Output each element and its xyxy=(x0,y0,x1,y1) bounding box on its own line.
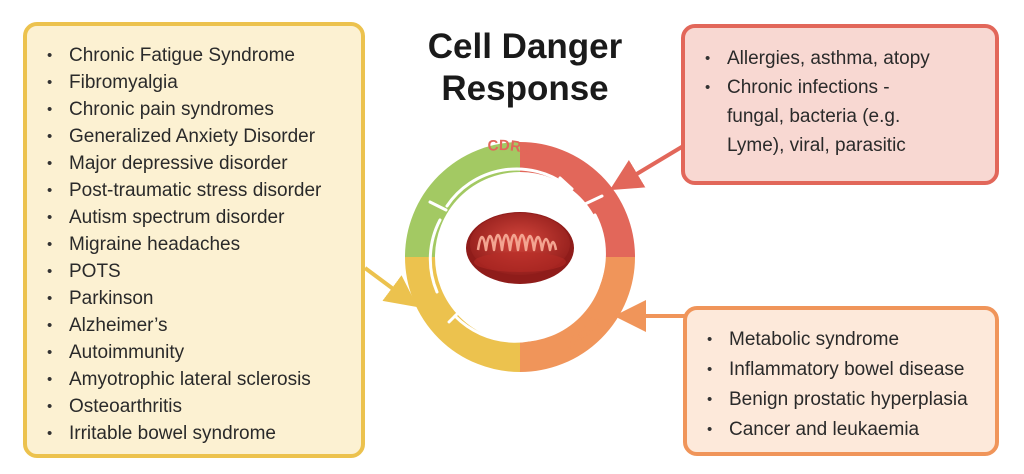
list-item: Autoimmunity xyxy=(41,339,351,366)
list-item: Chronic pain syndromes xyxy=(41,96,351,123)
list-item: Allergies, asthma, atopy xyxy=(699,44,985,73)
list-item: Amyotrophic lateral sclerosis xyxy=(41,366,351,393)
list-item: Autism spectrum disorder xyxy=(41,204,351,231)
cdr1-conditions-box: Allergies, asthma, atopy Chronic infecti… xyxy=(681,24,999,185)
list-item-continuation: Lyme), viral, parasitic xyxy=(727,135,906,156)
list-item: Benign prostatic hyperplasia xyxy=(701,385,985,415)
cdr3-conditions-list: Chronic Fatigue Syndrome Fibromyalgia Ch… xyxy=(41,42,351,447)
title-line-2: Response xyxy=(441,69,609,108)
list-item: Post-traumatic stress disorder xyxy=(41,177,351,204)
cycle-ring xyxy=(405,142,635,372)
ring-segment-cdr3 xyxy=(405,256,521,372)
cdr1-label: CDR1 xyxy=(487,137,531,158)
list-item: Inflammatory bowel disease xyxy=(701,355,985,385)
list-item: Metabolic syndrome xyxy=(701,325,985,355)
ring-segment-healthy xyxy=(405,142,521,258)
list-item-continuation: fungal, bacteria (e.g. xyxy=(727,106,901,127)
list-item: Osteoarthritis xyxy=(41,393,351,420)
list-item: POTS xyxy=(41,258,351,285)
arrow-to-cdr3 xyxy=(363,266,418,308)
ring-segment-cdr2 xyxy=(519,256,635,372)
list-item: Chronic Fatigue Syndrome xyxy=(41,42,351,69)
list-item: Major depressive disorder xyxy=(41,150,351,177)
mitochondrion-icon xyxy=(466,212,574,284)
list-item: Fibromyalgia xyxy=(41,69,351,96)
title-line-1: Cell Danger xyxy=(427,27,623,66)
list-item: Cancer and leukaemia xyxy=(701,415,985,445)
list-item: Chronic infections - xyxy=(699,73,985,102)
page-title: Cell Danger Response xyxy=(375,26,675,110)
arrow-to-cdr1 xyxy=(609,140,692,191)
cdr2-conditions-box: Metabolic syndrome Inflammatory bowel di… xyxy=(683,306,999,456)
cdr3-conditions-box: Chronic Fatigue Syndrome Fibromyalgia Ch… xyxy=(23,22,365,458)
list-item: Alzheimer’s xyxy=(41,312,351,339)
list-item: Generalized Anxiety Disorder xyxy=(41,123,351,150)
cdr1-conditions-list: Allergies, asthma, atopy Chronic infecti… xyxy=(699,44,985,160)
ring-segment-cdr1 xyxy=(519,142,635,258)
list-item: Parkinson xyxy=(41,285,351,312)
cdr2-conditions-list: Metabolic syndrome Inflammatory bowel di… xyxy=(701,325,985,445)
cycle-arrows xyxy=(428,167,606,343)
list-item: Irritable bowel syndrome xyxy=(41,420,351,447)
list-item: Migraine headaches xyxy=(41,231,351,258)
